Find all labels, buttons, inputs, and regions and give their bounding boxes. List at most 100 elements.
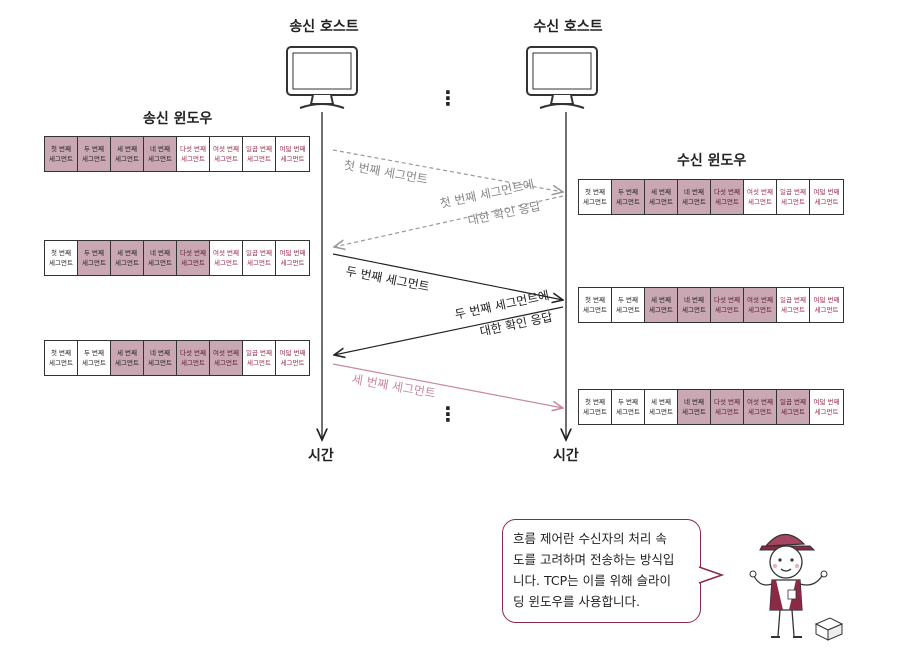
segment-label-top: 세 번째 — [116, 349, 137, 357]
segment-label-bottom: 세그먼트 — [781, 306, 805, 314]
mascot-character-illustration — [749, 533, 844, 641]
segment-label-bottom: 세그먼트 — [280, 359, 305, 367]
segment-label-bottom: 세그먼트 — [649, 198, 673, 206]
segment-label-top: 다섯 번째 — [180, 145, 206, 153]
segment-label-bottom: 세그먼트 — [214, 259, 238, 267]
segment-label-top: 여덟 번째 — [279, 349, 306, 357]
segment-label-top: 여섯 번째 — [213, 249, 239, 257]
segment-label-bottom: 세그먼트 — [247, 359, 271, 367]
segment-label-bottom: 세그먼트 — [781, 408, 805, 416]
segment-label-top: 여섯 번째 — [213, 145, 239, 153]
segment-label-bottom: 세그먼트 — [148, 359, 172, 367]
segment-label-bottom: 세그먼트 — [682, 306, 706, 314]
segment-label-top: 세 번째 — [650, 398, 671, 406]
bubble-line-3: 니다. TCP는 이를 위해 슬라이 — [513, 573, 672, 588]
segment-label-top: 첫 번째 — [584, 296, 605, 304]
segment-label-top: 여덟 번째 — [813, 398, 840, 406]
ellipsis-bottom: ⋮ — [438, 402, 458, 426]
sender-window-title: 송신 윈도우 — [143, 111, 213, 127]
segment-label-top: 두 번째 — [83, 249, 104, 257]
bubble-line-4: 딩 윈도우를 사용합니다. — [513, 594, 640, 609]
segment-label-bottom: 세그먼트 — [583, 198, 607, 206]
segment-label-bottom: 세그먼트 — [682, 198, 706, 206]
segment-label-top: 일곱 번째 — [780, 398, 806, 406]
second-ack-arrow — [334, 306, 564, 355]
segment-label-bottom: 세그먼트 — [181, 155, 205, 163]
segment-label-top: 두 번째 — [617, 188, 638, 196]
segment-label-top: 여섯 번째 — [747, 398, 773, 406]
segment-label-top: 다섯 번째 — [180, 349, 206, 357]
segment-label-bottom: 세그먼트 — [616, 306, 640, 314]
segment-label-bottom: 세그먼트 — [748, 198, 772, 206]
segment-label-top: 일곱 번째 — [246, 249, 272, 257]
sender-time-label: 시간 — [308, 448, 334, 464]
segment-label-top: 여섯 번째 — [747, 188, 773, 196]
segment-label-bottom: 세그먼트 — [214, 155, 238, 163]
segment-label-top: 세 번째 — [116, 145, 137, 153]
segment-label-bottom: 세그먼트 — [649, 408, 673, 416]
segment-label-bottom: 세그먼트 — [82, 155, 106, 163]
receiver-monitor-icon — [526, 46, 598, 109]
segment-label-bottom: 세그먼트 — [280, 155, 305, 163]
segment-label-top: 여섯 번째 — [747, 296, 773, 304]
segment-label-bottom: 세그먼트 — [49, 359, 73, 367]
flow-diagram — [286, 46, 598, 470]
segment-label-top: 여덟 번째 — [279, 249, 306, 257]
segment-label-top: 네 번째 — [683, 296, 704, 304]
segment-label-bottom: 세그먼트 — [814, 198, 839, 206]
segment-label-bottom: 세그먼트 — [115, 359, 139, 367]
segment-label-bottom: 세그먼트 — [115, 259, 139, 267]
receiver-window-title: 수신 윈도우 — [677, 153, 747, 169]
segment-label-top: 다섯 번째 — [714, 188, 740, 196]
segment-label-bottom: 세그먼트 — [148, 155, 172, 163]
segment-label-top: 여섯 번째 — [213, 349, 239, 357]
receiver-host-title: 수신 호스트 — [533, 19, 603, 35]
segment-label-bottom: 세그먼트 — [247, 259, 271, 267]
segment-label-top: 세 번째 — [650, 188, 671, 196]
segment-label-bottom: 세그먼트 — [748, 306, 772, 314]
bubble-line-1: 흐름 제어란 수신자의 처리 속 — [513, 531, 667, 546]
segment-label-top: 네 번째 — [149, 145, 170, 153]
segment-label-top: 여덟 번째 — [279, 145, 306, 153]
segment-label-bottom: 세그먼트 — [649, 306, 673, 314]
segment-label-top: 네 번째 — [149, 249, 170, 257]
speech-bubble: 흐름 제어란 수신자의 처리 속 도를 고려하며 전송하는 방식입 니다. TC… — [502, 519, 701, 623]
speech-bubble-tail — [698, 566, 725, 584]
segment-label-bottom: 세그먼트 — [814, 306, 839, 314]
segment-label-top: 일곱 번째 — [780, 188, 806, 196]
